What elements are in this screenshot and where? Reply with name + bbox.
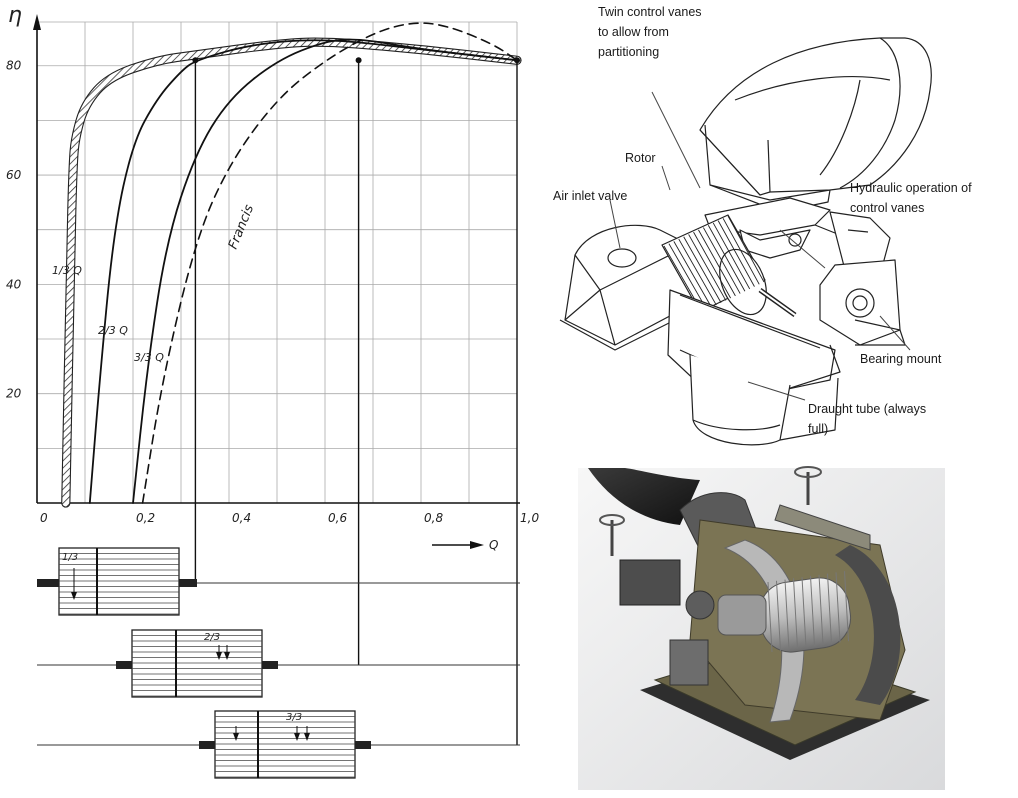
marked-points: [192, 57, 520, 64]
drum-rib: [767, 581, 773, 653]
cell-label-3-3: 3/3: [286, 712, 302, 723]
x-tick-label: 1,0: [520, 511, 539, 525]
curve-label-2-3: 2/3 Q: [98, 324, 128, 337]
x-tick-label: 0,2: [136, 511, 155, 525]
drum-rib: [784, 579, 790, 650]
series-4-line: [141, 22, 518, 504]
rotor-blade: [683, 236, 722, 303]
rotor-blade: [693, 231, 732, 299]
y-axis-arrow: [33, 14, 41, 30]
rotor-blade: [717, 220, 755, 287]
drum-rib: [818, 574, 824, 645]
turbine-render-photo: [578, 466, 945, 790]
x-tick-label: 0,4: [232, 511, 251, 525]
drum-rib: [827, 573, 832, 644]
drum-rib: [844, 571, 849, 642]
rotor-blade: [678, 238, 717, 306]
x-axis-symbol: Q: [489, 538, 498, 552]
chart-grid: [37, 21, 518, 503]
label-hydraulic-1: Hydraulic operation of: [850, 181, 972, 195]
series-3-line: [132, 38, 518, 504]
marked-point: [514, 57, 520, 64]
label-twin-vanes-1: Twin control vanes: [598, 5, 702, 19]
drum-rib: [835, 572, 841, 643]
rotor-blade: [668, 243, 708, 310]
series-2-line: [88, 39, 518, 504]
rotor-blade: [673, 241, 712, 308]
efficiency-chart: η Q 20 40 60 80 0 0,2 0,4 0,6 0,8 1,0 1/3 Q 2/3 Q…: [6, 3, 539, 745]
label-hydraulic-2: control vanes: [850, 201, 924, 215]
y-axis-symbol: η: [8, 3, 22, 28]
label-twin-vanes-2: to allow from: [598, 25, 669, 39]
drum-rib: [793, 578, 798, 649]
x-tick-label: 0,6: [328, 511, 347, 525]
chart-axes: [33, 14, 520, 549]
sketch-labels: Twin control vanes to allow from partiti…: [553, 5, 972, 436]
x-tick-label: 0,8: [424, 511, 443, 525]
curve-label-francis: Francis: [226, 202, 257, 251]
y-tick-label: 80: [6, 59, 22, 73]
rotor-blade: [727, 215, 765, 283]
marked-point: [355, 57, 362, 64]
render-handwheel-right: [794, 466, 822, 478]
turbine-exploded-sketch: [559, 37, 932, 446]
rotor-blade: [707, 225, 746, 292]
efficiency-curves: [61, 22, 522, 508]
x-tick-label: 0: [40, 511, 48, 525]
x-axis-arrow: [470, 541, 484, 549]
y-tick-label: 20: [6, 387, 22, 401]
render-inlet-pipe: [588, 468, 700, 525]
control-vanes: [704, 197, 891, 276]
inlet-elbow-duct: [699, 37, 932, 213]
cell-label-2-3: 2/3: [204, 632, 220, 643]
y-tick-label: 60: [6, 168, 22, 182]
curve-label-1-3: 1/3 Q: [52, 264, 82, 277]
cell-label-1-3: 1/3: [62, 552, 78, 563]
label-twin-vanes-3: partitioning: [598, 45, 659, 59]
curve-label-3-3: 3/3 Q: [134, 351, 164, 364]
cell-schematic-3-3: 3/3: [199, 710, 371, 779]
label-draught-1: Draught tube (always: [808, 402, 926, 416]
tick-labels: 20 40 60 80 0 0,2 0,4 0,6 0,8 1,0: [6, 59, 539, 525]
draught-tube: [679, 344, 841, 446]
rotor-blade: [722, 218, 760, 285]
rotor: [661, 214, 797, 318]
drum-rib: [801, 577, 807, 648]
cell-schematic-2-3: 2/3: [116, 629, 278, 698]
leader-lines: [609, 91, 911, 401]
drum-rib: [810, 575, 815, 647]
rotor-blade: [702, 227, 741, 294]
cell-schematics: 1/3 2/3 3/3: [37, 547, 520, 779]
label-bearing: Bearing mount: [860, 352, 942, 366]
y-tick-label: 40: [6, 277, 22, 291]
label-rotor: Rotor: [625, 151, 656, 165]
label-draught-2: full): [808, 422, 828, 436]
drum-rib: [776, 580, 781, 651]
bearing-housing: [819, 259, 906, 346]
label-air-inlet: Air inlet valve: [553, 189, 627, 203]
series-1-line: [62, 38, 521, 507]
render-handwheel-left: [599, 514, 625, 526]
rotor-blade: [688, 234, 727, 301]
rotor-blade: [698, 229, 736, 297]
series-1-outline: [61, 37, 522, 508]
rotor-blade: [712, 222, 751, 290]
drop-lines: [194, 60, 518, 745]
marked-point: [192, 57, 199, 64]
cell-schematic-1-3: 1/3: [37, 547, 197, 616]
